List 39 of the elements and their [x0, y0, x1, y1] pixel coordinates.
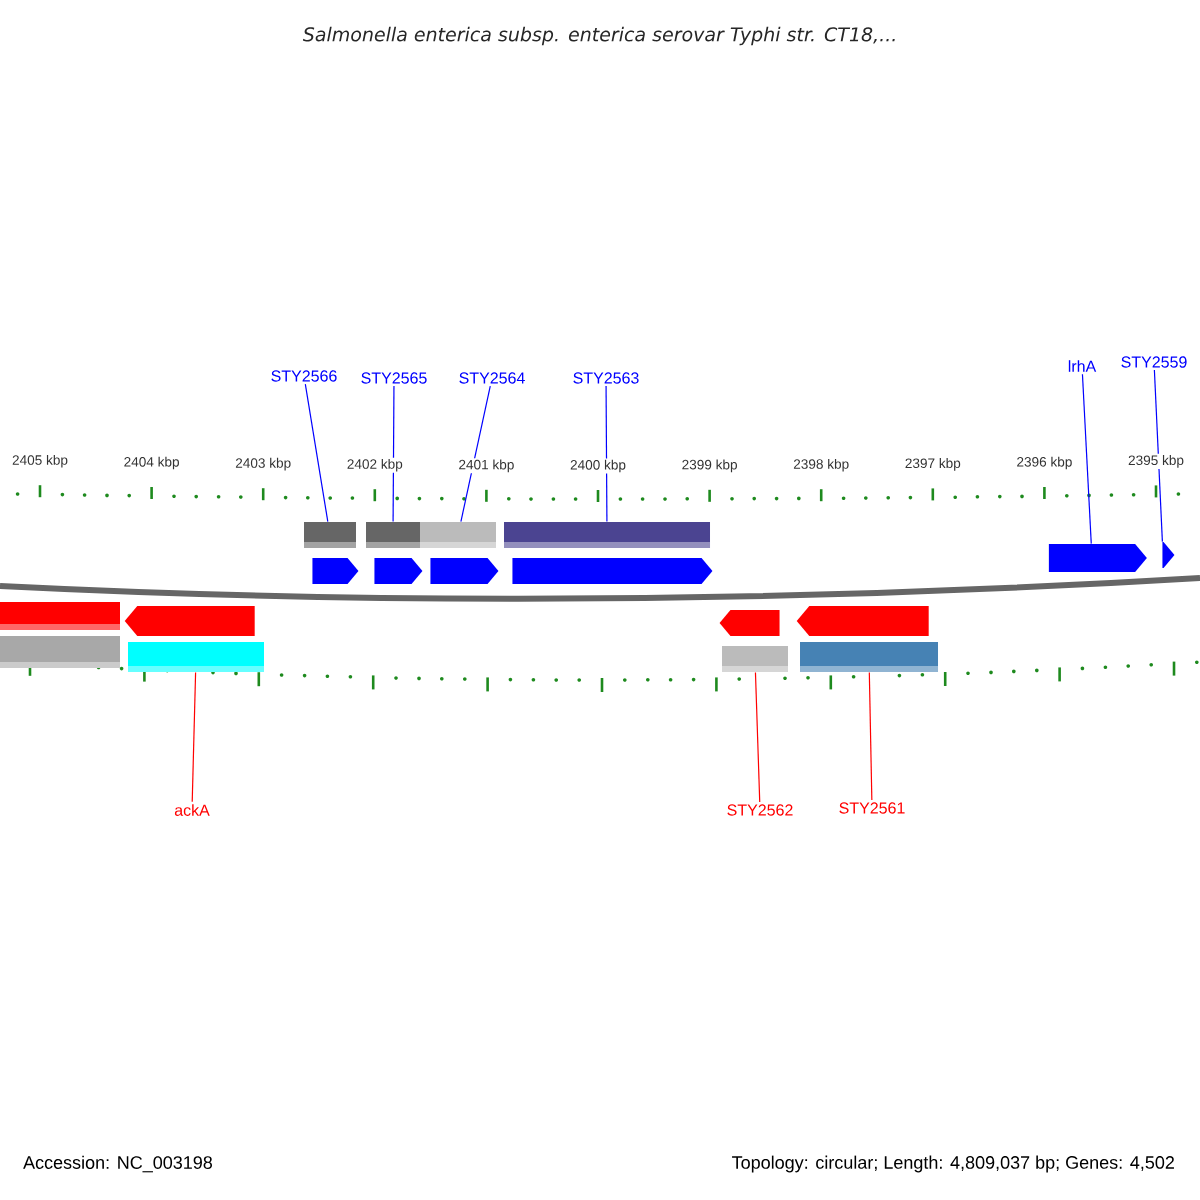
accession-text: Accession: NC_003198: [23, 1155, 212, 1173]
gene-bar: [366, 522, 420, 548]
gene-label: STY2565: [361, 372, 427, 384]
gene-feature: [719, 610, 780, 636]
gene-feature: [512, 558, 713, 584]
genome-info-text: Topology: circular; Length: 4,809,037 bp; Genes: 4,502: [732, 1155, 1174, 1173]
gene-label: lrhA: [1068, 360, 1097, 372]
gene-label: STY2562: [727, 804, 793, 816]
gene-label: STY2563: [573, 372, 639, 384]
gene-label: STY2561: [839, 802, 905, 814]
gene-feature: [312, 558, 359, 584]
leader-line: [754, 671, 761, 803]
gene-label: STY2559: [1121, 356, 1187, 368]
gene-label: ackA: [174, 804, 210, 816]
gene-feature: [374, 558, 423, 584]
gene-bar: [722, 646, 788, 672]
gene-label: STY2566: [271, 370, 337, 382]
leader-line: [868, 671, 873, 801]
gene-bar: [0, 602, 120, 630]
gene-bar: [0, 636, 120, 668]
gene-feature: [796, 606, 929, 636]
leader-line: [1153, 369, 1163, 543]
gene-feature: [430, 558, 499, 584]
gene-label: STY2564: [459, 372, 525, 384]
gene-bar: [128, 642, 264, 672]
leader-line: [304, 383, 329, 523]
leader-line: [392, 385, 395, 523]
leader-line: [460, 385, 491, 523]
gene-bar: [304, 522, 356, 548]
title: Salmonella enterica subsp. enterica serovar Typhi str. CT18,...: [302, 26, 895, 46]
leader-line: [191, 671, 197, 803]
gene-bar: [504, 522, 710, 548]
gene-feature: [1048, 544, 1147, 572]
gene-bar: [800, 642, 938, 672]
leader-line: [1081, 373, 1092, 545]
leader-line: [605, 385, 608, 523]
gene-bar: [420, 522, 496, 548]
gene-feature: [1162, 542, 1175, 568]
gene-feature: [124, 606, 255, 636]
